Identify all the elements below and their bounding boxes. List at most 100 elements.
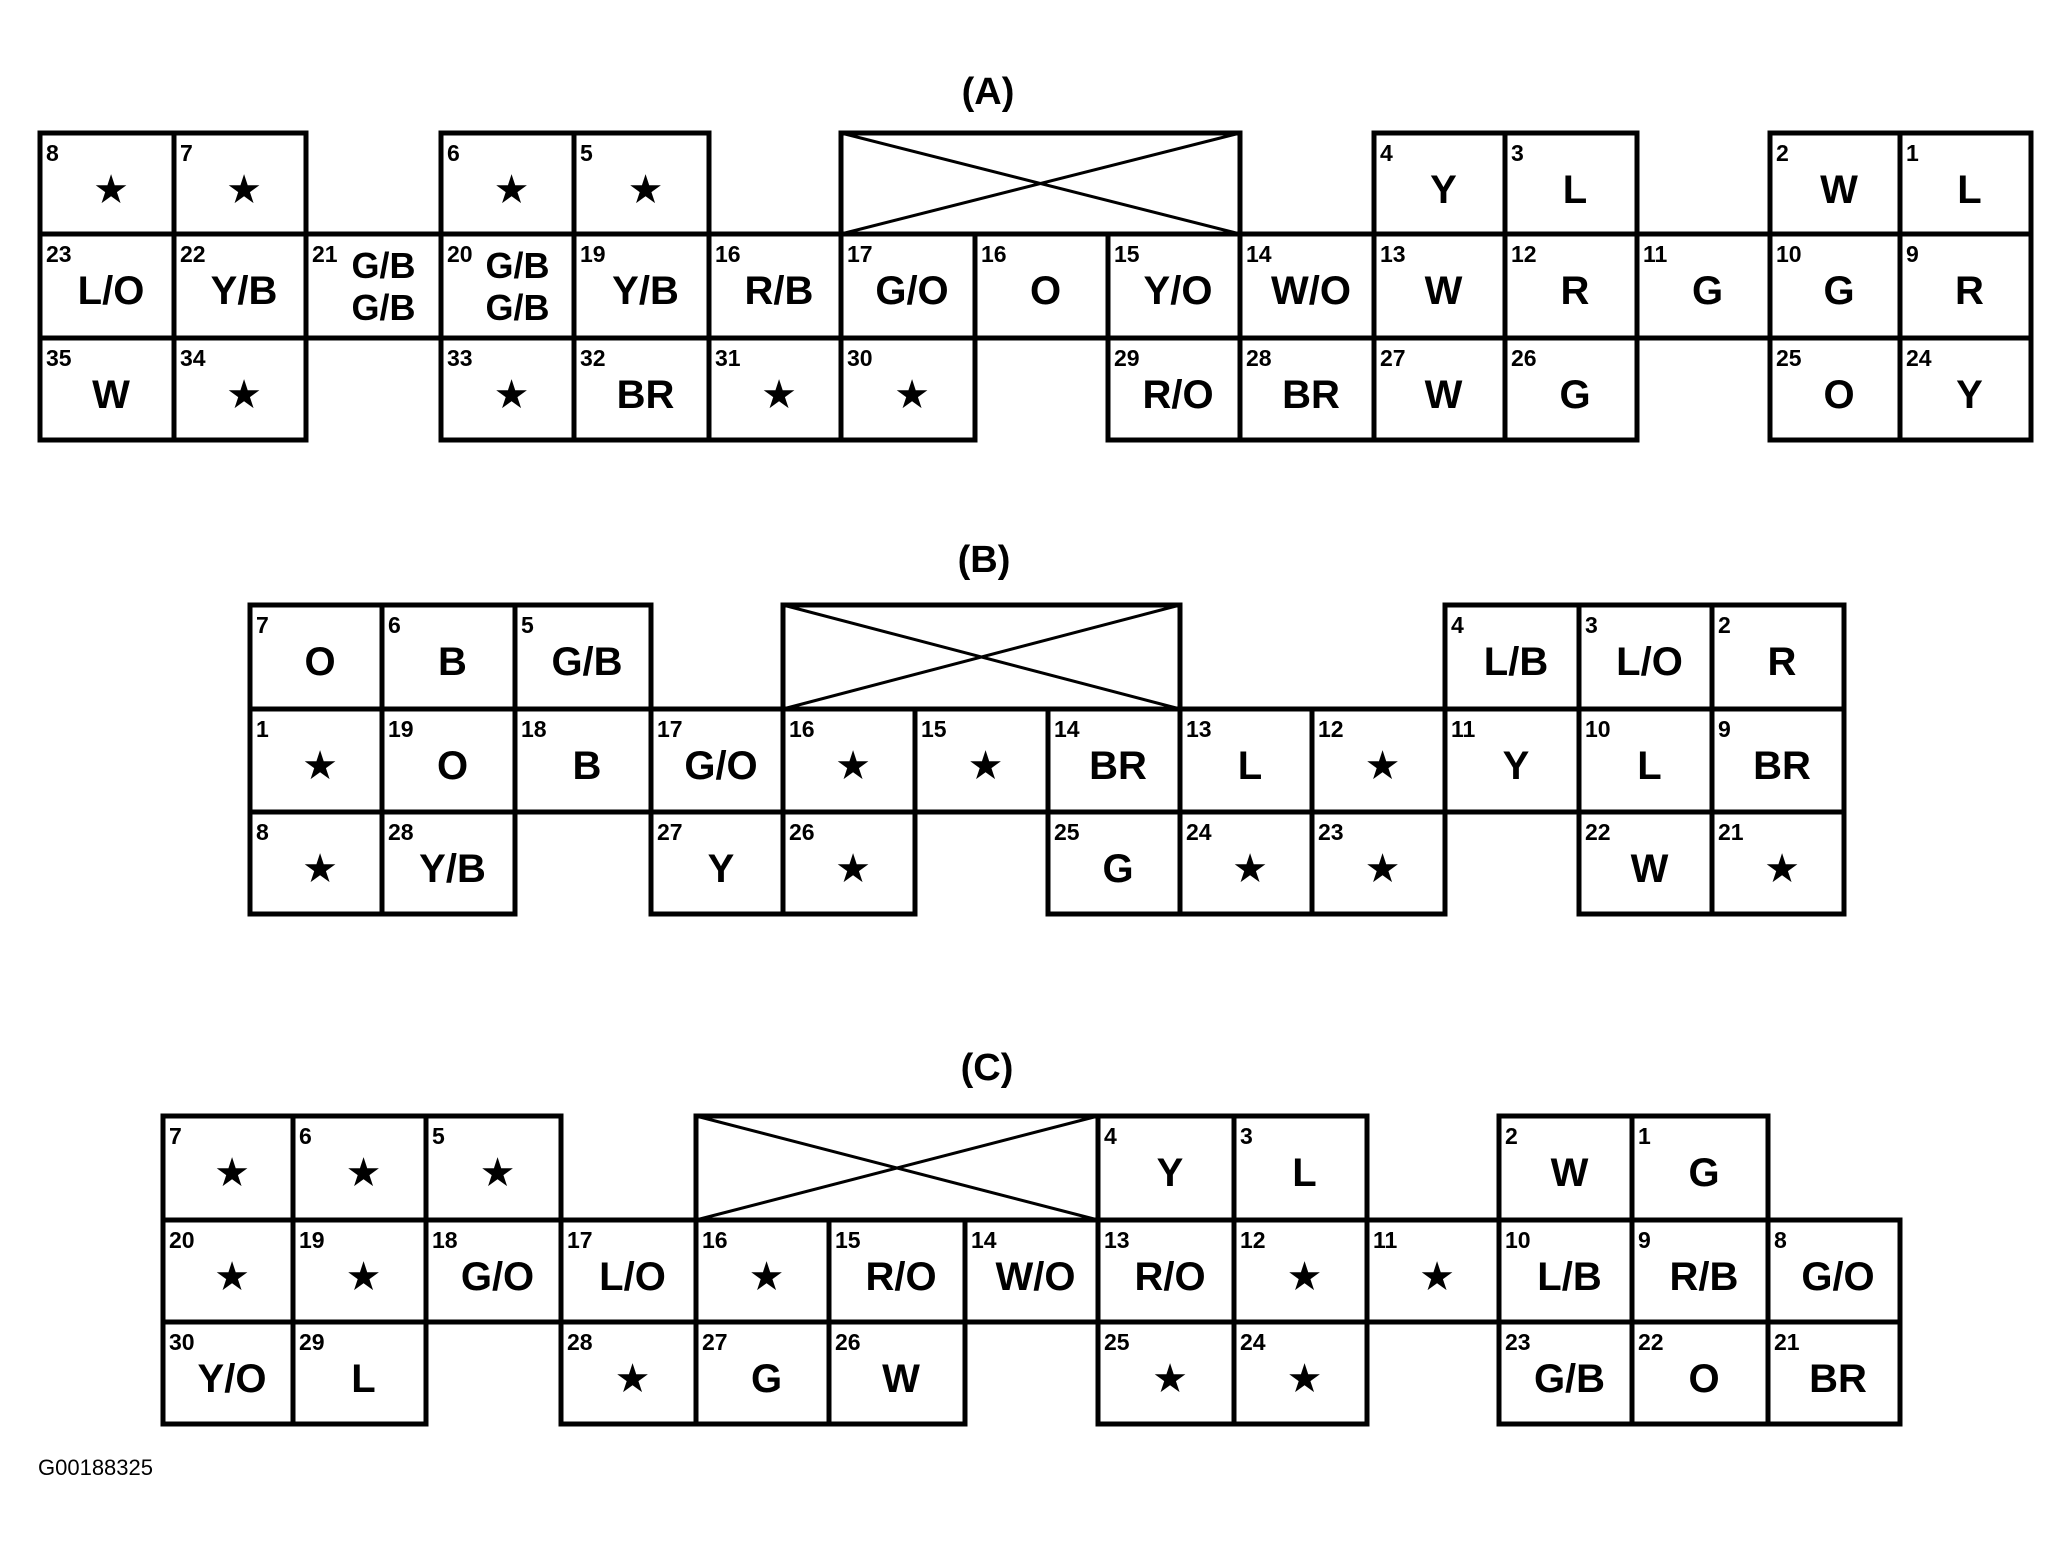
- terminal-cell: 1★: [247, 706, 385, 815]
- connector-b-body: 7O6B5G/B4L/B3L/O2R1★19O18B17G/O16★15★14B…: [247, 602, 1847, 917]
- star-icon: ★: [480, 1151, 516, 1195]
- terminal-outline: [171, 335, 309, 443]
- pin-number: 11: [1451, 716, 1476, 742]
- pin-number: 24: [1186, 819, 1212, 845]
- pin-number: 23: [46, 241, 72, 267]
- pin-number: 10: [1776, 241, 1802, 267]
- pin-number: 11: [1373, 1227, 1398, 1253]
- pin-number: 18: [521, 716, 547, 742]
- terminal-cell: 13L: [1177, 706, 1315, 815]
- pin-number: 15: [921, 716, 947, 742]
- terminal-cell: 12R: [1502, 231, 1640, 341]
- wire-color: G: [751, 1357, 782, 1401]
- terminal-cell: 21★: [1709, 809, 1847, 917]
- pin-number: 14: [1054, 716, 1080, 742]
- connector-a: (A): [962, 71, 1015, 113]
- pin-number: 27: [1380, 345, 1406, 371]
- terminal-cell: 2R: [1709, 602, 1847, 712]
- connector-c-body: 7★6★5★4Y3L2W1G20★19★18G/O17L/O16★15R/O14…: [160, 1113, 1903, 1427]
- wire-color: G: [1559, 373, 1590, 417]
- star-icon: ★: [1764, 847, 1800, 891]
- wire-color: L/B: [1484, 640, 1548, 684]
- wire-color: R/O: [1134, 1255, 1205, 1299]
- pin-number: 26: [1511, 345, 1537, 371]
- keyway-cross-line: [782, 603, 1181, 711]
- pin-number: 4: [1104, 1123, 1117, 1149]
- terminal-cell: 6★: [438, 130, 577, 237]
- wire-color: R: [1561, 269, 1590, 313]
- pin-number: 23: [1505, 1329, 1531, 1355]
- pin-number: 22: [1585, 819, 1611, 845]
- pin-number: 9: [1718, 716, 1731, 742]
- pin-number: 6: [299, 1123, 312, 1149]
- pin-number: 22: [180, 241, 206, 267]
- terminal-outline: [838, 335, 978, 443]
- wire-color: Y: [708, 847, 735, 891]
- pin-number: 1: [1638, 1123, 1651, 1149]
- wire-color: L: [1957, 168, 1981, 212]
- terminal-cell: 8★: [247, 809, 385, 917]
- wire-color: G/B: [485, 245, 549, 286]
- star-icon: ★: [1419, 1255, 1455, 1299]
- terminal-cell: 17G/O: [838, 231, 978, 341]
- terminal-cell: 18G/O: [423, 1217, 564, 1325]
- connector-c: (C): [961, 1047, 1014, 1089]
- terminal-cell: 33★: [438, 335, 577, 443]
- terminal-cell: 3L/O: [1576, 602, 1715, 712]
- wire-color: O: [304, 640, 335, 684]
- terminal-cell: 24★: [1231, 1319, 1370, 1427]
- pin-number: 29: [1114, 345, 1140, 371]
- star-icon: ★: [494, 168, 530, 212]
- wire-color: R/O: [865, 1255, 936, 1299]
- pin-number: 16: [789, 716, 815, 742]
- pin-number: 19: [299, 1227, 325, 1253]
- pin-number: 3: [1585, 612, 1598, 638]
- wire-color: O: [437, 744, 468, 788]
- star-icon: ★: [302, 744, 338, 788]
- terminal-cell: 4Y: [1371, 130, 1508, 237]
- terminal-cell: 23G/B: [1496, 1319, 1635, 1427]
- wire-color: R/B: [1670, 1255, 1739, 1299]
- pin-number: 26: [835, 1329, 861, 1355]
- wire-color: Y: [1430, 168, 1457, 212]
- pin-number: 19: [580, 241, 606, 267]
- terminal-outline: [1765, 1319, 1903, 1427]
- pin-number: 12: [1240, 1227, 1266, 1253]
- wire-color: BR: [1282, 373, 1340, 417]
- terminal-cell: 25★: [1095, 1319, 1237, 1427]
- star-icon: ★: [835, 847, 871, 891]
- wire-color: L/B: [1537, 1255, 1601, 1299]
- pin-number: 19: [388, 716, 414, 742]
- pin-number: 2: [1718, 612, 1731, 638]
- star-icon: ★: [1232, 847, 1268, 891]
- terminal-cell: 2W: [1496, 1113, 1635, 1223]
- pin-number: 3: [1240, 1123, 1253, 1149]
- pin-number: 24: [1240, 1329, 1266, 1355]
- wire-color: W/O: [996, 1255, 1076, 1299]
- wire-color: L: [1563, 168, 1587, 212]
- pin-number: 32: [580, 345, 606, 371]
- terminal-cell: 26G: [1502, 335, 1640, 443]
- wire-color: Y: [1503, 744, 1530, 788]
- star-icon: ★: [968, 744, 1004, 788]
- wire-color: G: [1102, 847, 1133, 891]
- terminal-cell: 12★: [1309, 706, 1448, 815]
- pin-number: 1: [256, 716, 269, 742]
- wire-color: BR: [1753, 744, 1811, 788]
- pin-number: 12: [1318, 716, 1344, 742]
- pin-number: 21: [1774, 1329, 1800, 1355]
- wire-color: G/O: [461, 1255, 534, 1299]
- wire-color: L/O: [78, 269, 145, 313]
- terminal-cell: 6B: [379, 602, 518, 712]
- terminal-outline: [1897, 335, 2034, 443]
- pin-number: 8: [256, 819, 269, 845]
- pin-number: 15: [1114, 241, 1140, 267]
- pin-number: 16: [715, 241, 741, 267]
- terminal-cell: 27G: [693, 1319, 832, 1427]
